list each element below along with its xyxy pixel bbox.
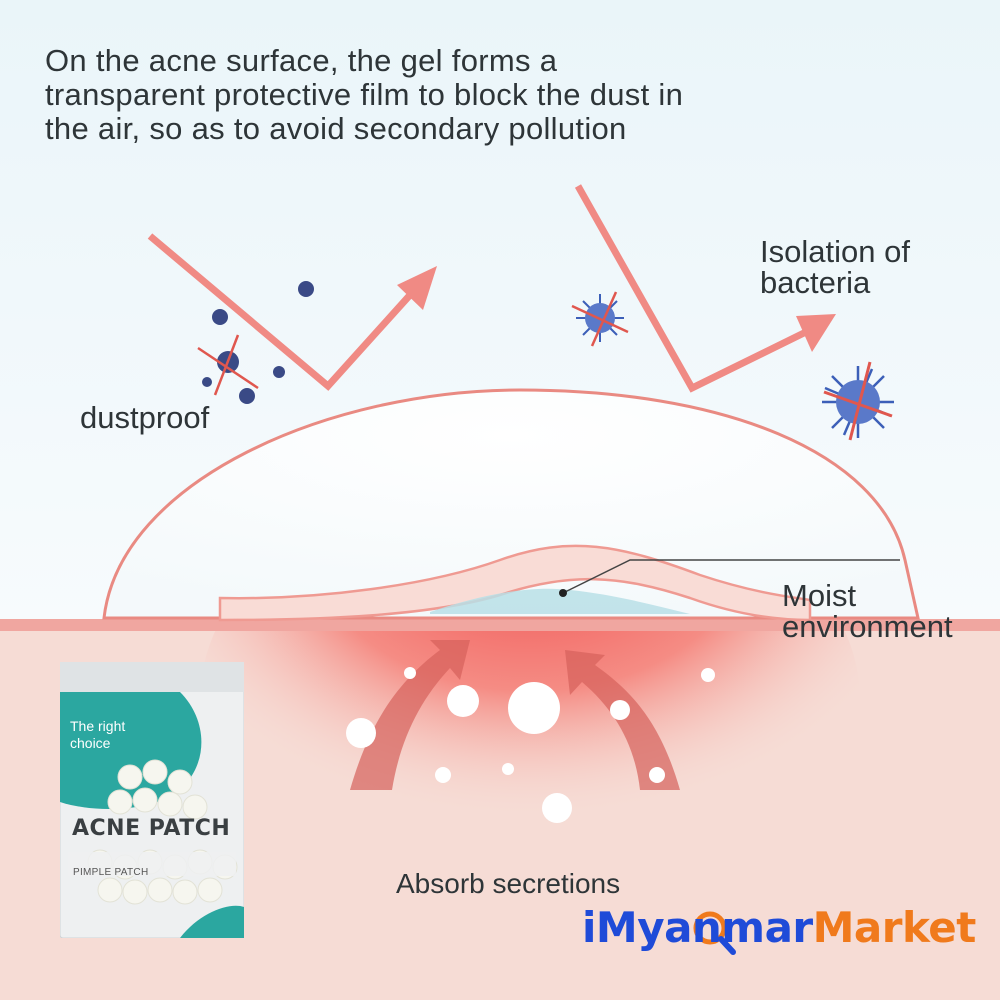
isolation-label: Isolation of bacteria: [760, 234, 910, 300]
secretion-bubbles: [346, 667, 715, 823]
headline: On the acne surface, the gel forms a tra…: [45, 43, 684, 146]
protective-film-dome: [102, 388, 920, 620]
package-graphic: [60, 662, 244, 938]
package-title: ACNE PATCH: [72, 816, 231, 841]
dust-particle-icon: [202, 281, 314, 404]
watermark-logo: iMyanmarMarket: [582, 903, 976, 952]
cross-mark-icon: [197, 334, 259, 396]
arrow-head-icon: [397, 266, 437, 310]
watermark-part2: Market: [812, 903, 977, 952]
dustproof-label: dustproof: [80, 400, 210, 435]
moist-label: Moist environment: [782, 578, 953, 644]
product-package: The right choice ACNE PATCH PIMPLE PATCH: [60, 662, 244, 938]
package-tagline: The right choice: [70, 718, 126, 751]
moist-pointer-dot: [559, 589, 567, 597]
absorb-arrow-icon: [565, 650, 680, 790]
arrow-head-icon: [796, 314, 836, 352]
moist-pointer-line: [562, 559, 900, 594]
bacteria-bounce-arrow: [574, 184, 812, 393]
absorb-label: Absorb secretions: [396, 868, 621, 899]
dust-bounce-arrow: [147, 233, 413, 391]
skin-surface-line: [0, 619, 1000, 631]
bacteria-icon: [571, 291, 629, 347]
watermark-part1: iMyanmar: [582, 903, 813, 952]
bacteria-icon: [822, 361, 894, 441]
moist-gel-layer: [430, 588, 690, 614]
absorb-arrow-icon: [350, 640, 470, 790]
package-subtitle: PIMPLE PATCH: [73, 867, 149, 878]
magnifier-icon: [693, 911, 736, 955]
